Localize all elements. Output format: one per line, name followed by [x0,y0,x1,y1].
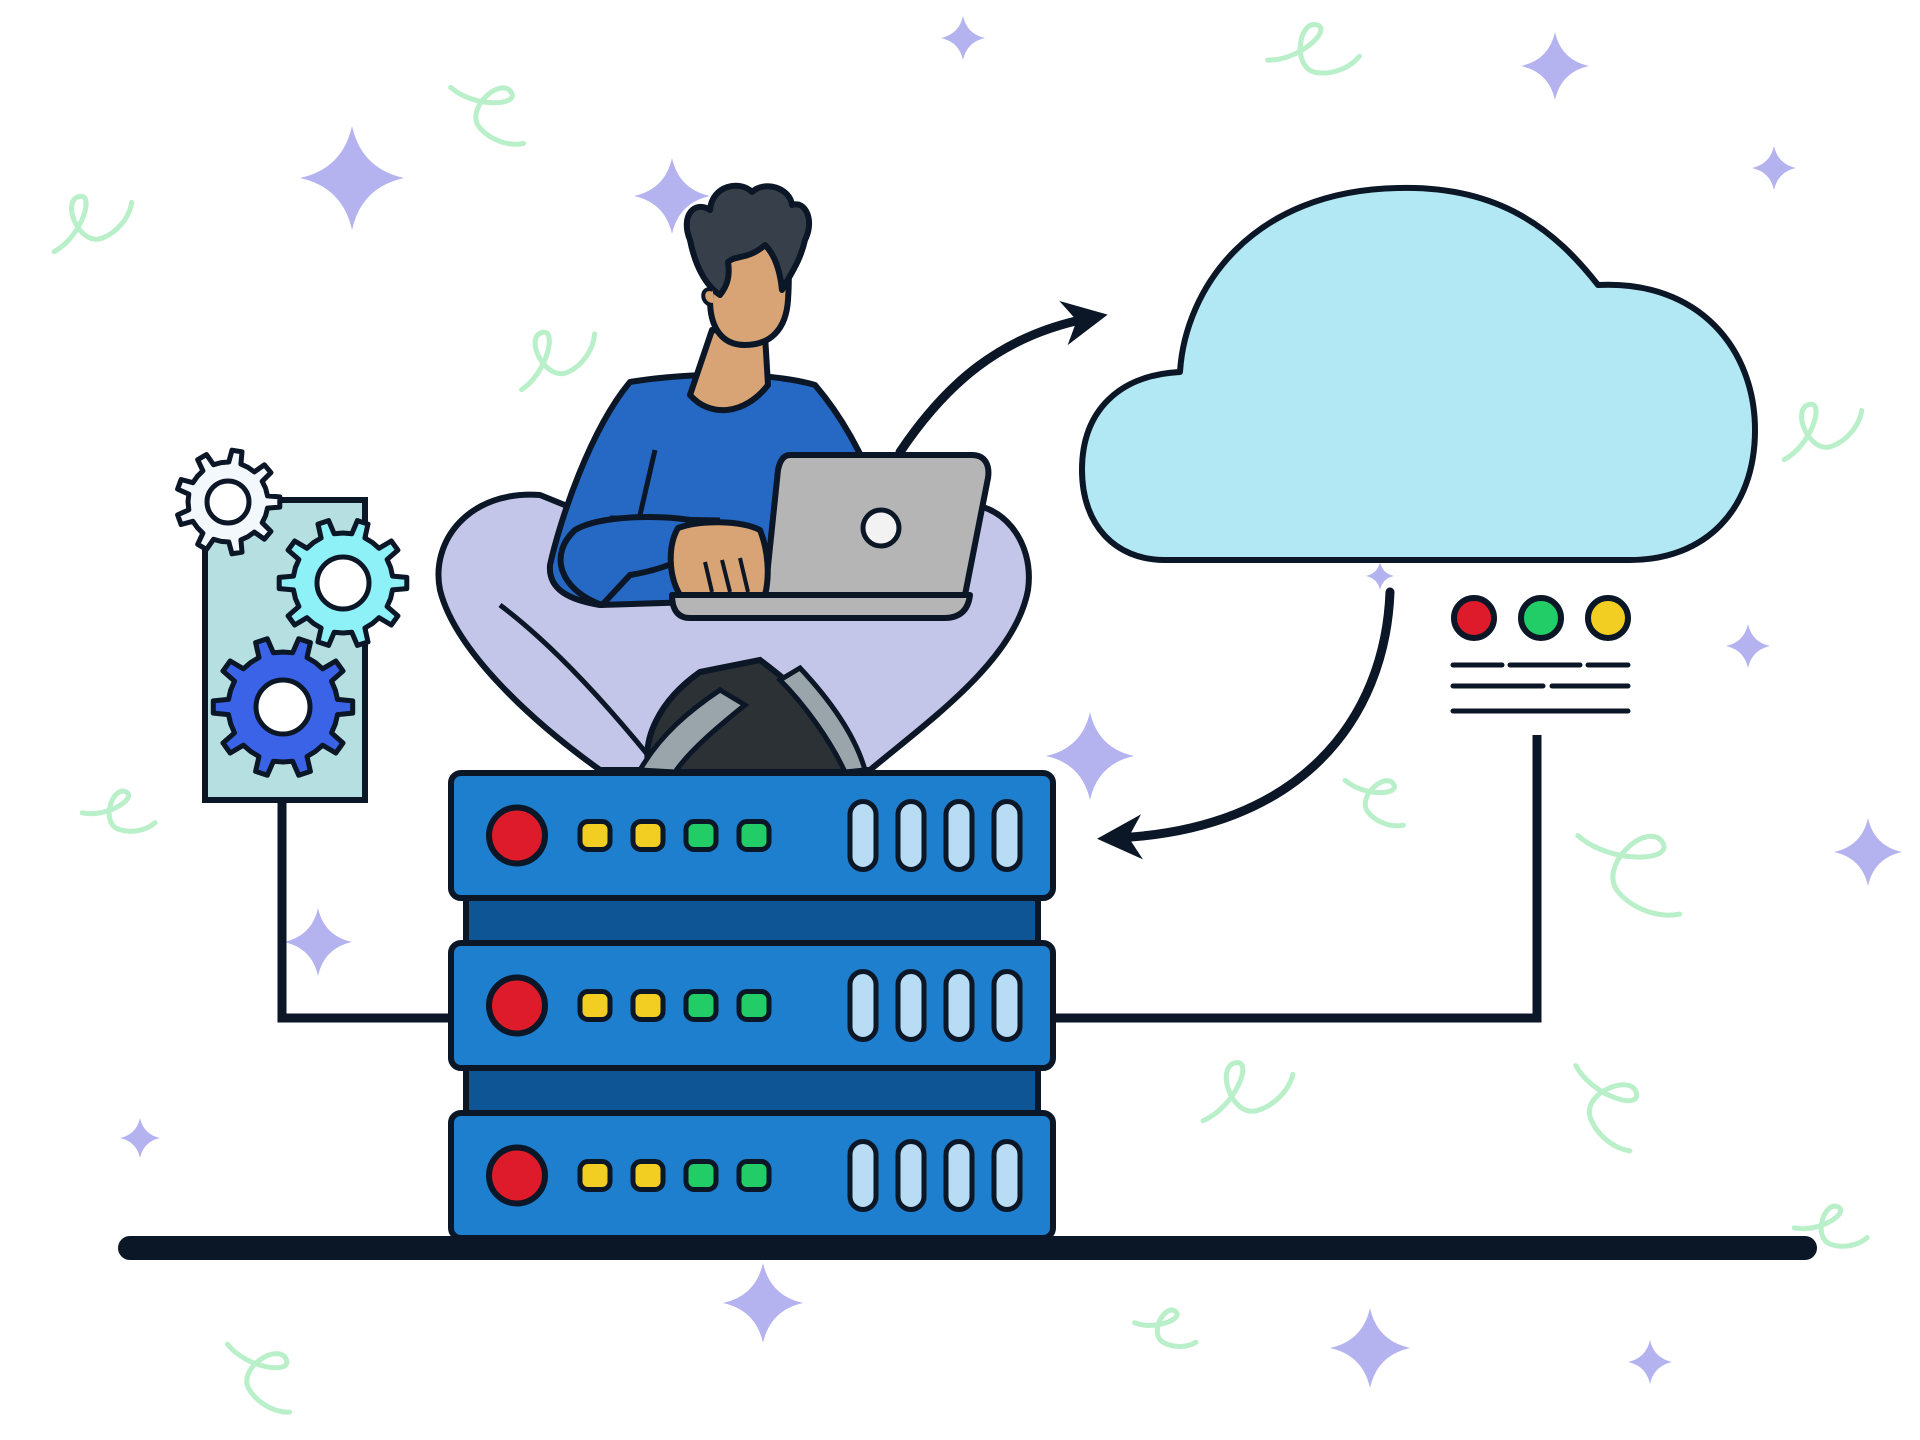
server-vent [847,799,879,872]
status-led [577,989,613,1022]
server-vent [895,1139,927,1212]
squiggle-decoration [1781,401,1865,463]
upload-arrow [895,300,1108,457]
status-text-lines [1450,662,1631,714]
sparkle-icon [634,158,710,234]
squiggle-decoration [225,1341,292,1415]
sparkle-icon [941,16,985,60]
power-led [486,804,548,867]
server-spacer [463,895,1041,946]
gear-hole [253,677,313,737]
squiggle-decoration [448,84,526,147]
server-unit [448,940,1056,1071]
status-led [683,819,719,852]
cloud-icon [1079,184,1758,563]
sparkle-icon [1628,1340,1672,1384]
status-led [630,989,666,1022]
squiggle-decoration [1132,1307,1199,1349]
status-led [577,1159,613,1192]
status-led [683,1159,719,1192]
status-led [683,989,719,1022]
laptop-base [669,592,973,621]
status-dot-yellow [1585,595,1631,641]
server-vent [847,969,879,1042]
server-unit [448,770,1056,901]
person-neck [687,327,771,414]
server-spacer [463,1065,1041,1116]
laptop-logo [860,507,902,549]
panel-connector-line [277,800,450,1023]
squiggle-decoration [79,788,158,834]
squiggle-decoration [1573,1062,1640,1154]
server-vent [943,969,975,1042]
sparkle-icon [1752,146,1796,190]
status-led [736,1159,772,1192]
squiggle-decoration [1342,777,1406,829]
server-vent [991,969,1023,1042]
sparkle-icon [1046,712,1134,800]
squiggle-decoration [1200,1060,1296,1124]
status-led [577,819,613,852]
server-rack-icon [448,770,1056,1241]
sparkle-icon [120,1118,160,1158]
finger-lines [703,557,750,593]
background-decoration [51,16,1902,1415]
person [435,182,1032,775]
sparkle-icon [300,126,404,230]
squiggle-decoration [519,329,598,393]
gear-icon [175,447,283,557]
sparkle-icon [1521,32,1589,100]
laptop-icon [669,452,992,621]
download-arrow [1097,587,1395,860]
server-vent [847,1139,879,1212]
squiggle-decoration [51,193,135,255]
gear-icon [276,518,410,648]
status-dot-red [1451,595,1497,641]
status-led [736,989,772,1022]
person-ear [701,287,714,307]
gear-hole [204,478,252,526]
sparkle-icon [723,1263,803,1343]
leg-crease [498,603,662,772]
gear-hole [314,554,372,612]
sparkle-icon [284,908,352,976]
sparkle-icon [1366,562,1394,590]
power-led [486,1144,548,1207]
status-led [630,1159,666,1192]
sock [635,687,750,775]
server-vent [991,799,1023,872]
server-vent [895,799,927,872]
gear-icon [210,636,356,778]
squiggle-decoration [1791,1203,1870,1249]
status-connector-line [1050,735,1542,1023]
person-hand [667,519,771,598]
settings-panel [175,447,410,803]
status-led [630,819,666,852]
status-led [736,819,772,852]
squiggle-decoration [1575,833,1683,918]
server-vent [895,969,927,1042]
sparkle-icon [1330,1308,1410,1388]
sweater-fold [637,449,658,516]
person-hair [683,182,813,298]
cloud-shape [1079,184,1758,563]
server-vent [991,1139,1023,1212]
power-led [486,974,548,1037]
server-unit [448,1110,1056,1241]
sparkle-icon [1726,624,1770,668]
server-vent [943,799,975,872]
status-dot-green [1518,595,1564,641]
status-lights-icon [1450,595,1631,714]
sparkle-icon [1834,818,1902,886]
squiggle-decoration [1265,22,1362,76]
server-vent [943,1139,975,1212]
